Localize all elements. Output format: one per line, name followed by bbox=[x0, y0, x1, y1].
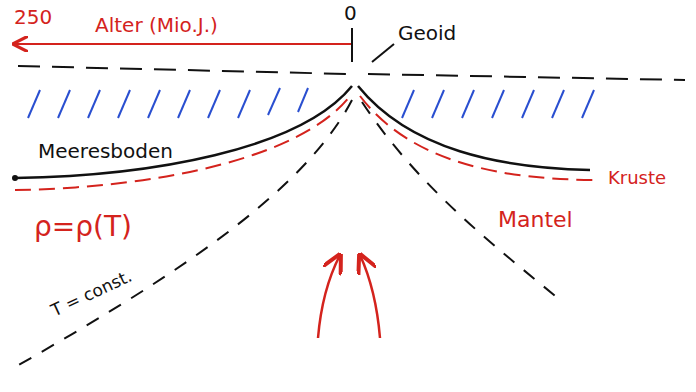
axis-value: 0 bbox=[344, 2, 357, 24]
axis-value: 250 bbox=[14, 6, 52, 28]
age-axis bbox=[14, 43, 352, 45]
crust-line bbox=[15, 96, 350, 190]
geoid-line bbox=[368, 74, 685, 80]
crust-label: Kruste bbox=[608, 168, 666, 188]
isotherm bbox=[10, 100, 352, 370]
geoid-label: Geoid bbox=[398, 22, 456, 44]
seafloor bbox=[15, 86, 352, 178]
geoid-line bbox=[18, 66, 348, 74]
crust-line bbox=[360, 96, 600, 180]
axis-title: Alter (Mio.J.) bbox=[95, 14, 218, 36]
seafloor-end bbox=[12, 175, 18, 181]
seafloor-label: Meeresboden bbox=[38, 140, 173, 162]
isotherm-label: T = const. bbox=[48, 267, 135, 321]
upwelling-arrow bbox=[360, 255, 380, 338]
ridge-tick bbox=[351, 28, 353, 62]
isotherm bbox=[362, 102, 560, 300]
mantle-label: Mantel bbox=[498, 208, 573, 232]
density-formula: ρ=ρ(T) bbox=[34, 212, 132, 243]
water-hatch bbox=[28, 88, 594, 118]
geoid-pointer bbox=[372, 44, 394, 62]
seafloor bbox=[358, 86, 590, 170]
upwelling-arrow bbox=[318, 255, 340, 338]
